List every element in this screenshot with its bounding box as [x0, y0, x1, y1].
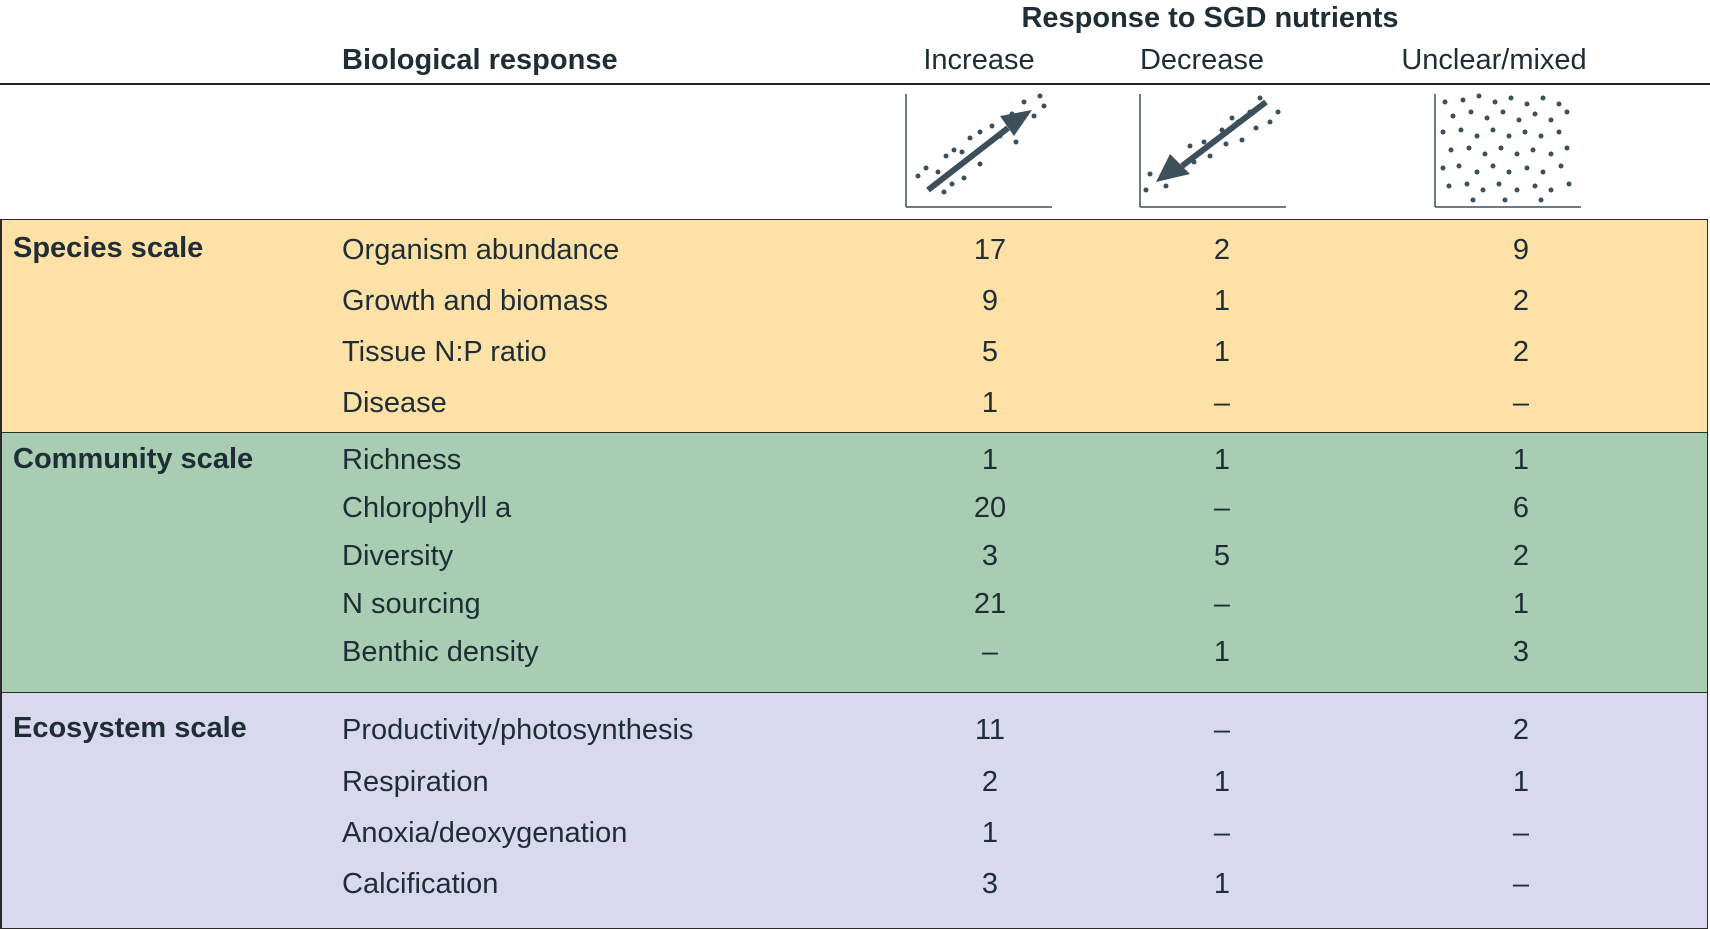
- increase-count: 20: [973, 492, 1007, 524]
- table-row: Diversity 3 5 2: [0, 540, 1710, 580]
- column-header-increase: Increase: [923, 44, 1035, 76]
- response-label: Growth and biomass: [342, 285, 608, 317]
- increase-count: 3: [981, 868, 999, 900]
- decrease-count: –: [1213, 817, 1231, 849]
- table-row: Calcification 3 1 –: [0, 868, 1710, 908]
- unclear-count: 6: [1512, 492, 1530, 524]
- ecosystem-scale-band: [0, 692, 1708, 929]
- increase-count: 3: [981, 540, 999, 572]
- table-row: Chlorophyll a 20 – 6: [0, 492, 1710, 532]
- ecosystem-scale-label: Ecosystem scale: [13, 712, 247, 744]
- group-header: Response to SGD nutrients: [1021, 2, 1399, 34]
- decrease-trend-icon: [1139, 94, 1286, 208]
- response-label: Tissue N:P ratio: [342, 336, 547, 368]
- response-label: Productivity/photosynthesis: [342, 714, 694, 746]
- increase-trend-icon: [905, 93, 1052, 208]
- response-label: Disease: [342, 387, 447, 419]
- column-header-decrease: Decrease: [1139, 44, 1265, 76]
- table-row: Respiration 2 1 1: [0, 766, 1710, 806]
- table-row: Growth and biomass 9 1 2: [0, 285, 1710, 325]
- unclear-count: 2: [1512, 714, 1530, 746]
- decrease-count: 1: [1213, 336, 1231, 368]
- response-label: Diversity: [342, 540, 454, 572]
- increase-count: 11: [974, 714, 1006, 746]
- header-rule: [0, 83, 1710, 85]
- table-row: Benthic density – 1 3: [0, 636, 1710, 676]
- table-row: Richness 1 1 1: [0, 444, 1710, 484]
- species-scale-band: [0, 219, 1708, 433]
- increase-count: 2: [981, 766, 999, 798]
- unclear-count: 1: [1512, 588, 1530, 620]
- decrease-count: 1: [1213, 636, 1231, 668]
- unclear-count: 2: [1512, 540, 1530, 572]
- increase-count: 1: [981, 387, 999, 419]
- response-label: Respiration: [342, 766, 489, 798]
- table-row: N sourcing 21 – 1: [0, 588, 1710, 628]
- unclear-count: –: [1512, 387, 1530, 419]
- decrease-count: 1: [1213, 444, 1231, 476]
- increase-count: 21: [973, 588, 1007, 620]
- response-label: Calcification: [342, 868, 499, 900]
- unclear-count: 2: [1512, 336, 1530, 368]
- response-label: Organism abundance: [342, 234, 620, 266]
- response-label: Anoxia/deoxygenation: [342, 817, 628, 849]
- unclear-count: 1: [1512, 444, 1530, 476]
- increase-count: 5: [981, 336, 999, 368]
- table-row: Tissue N:P ratio 5 1 2: [0, 336, 1710, 376]
- unclear-count: 1: [1512, 766, 1530, 798]
- species-scale-label: Species scale: [13, 232, 204, 264]
- column-header-unclear: Unclear/mixed: [1401, 44, 1587, 76]
- increase-count: –: [981, 636, 999, 668]
- community-scale-label: Community scale: [13, 443, 254, 475]
- increase-count: 9: [981, 285, 999, 317]
- unclear-count: 3: [1512, 636, 1530, 668]
- unclear-count: –: [1512, 868, 1530, 900]
- decrease-count: 2: [1213, 234, 1231, 266]
- decrease-count: 1: [1213, 766, 1231, 798]
- table-row: Anoxia/deoxygenation 1 – –: [0, 817, 1710, 857]
- decrease-count: –: [1213, 387, 1231, 419]
- decrease-count: –: [1213, 714, 1231, 746]
- increase-count: 1: [981, 444, 999, 476]
- decrease-count: 1: [1213, 285, 1231, 317]
- increase-count: 17: [973, 234, 1007, 266]
- response-label: N sourcing: [342, 588, 481, 620]
- increase-count: 1: [981, 817, 999, 849]
- table-row: Productivity/photosynthesis 11 – 2: [0, 714, 1710, 754]
- response-label: Richness: [342, 444, 462, 476]
- biological-response-header: Biological response: [342, 44, 618, 76]
- decrease-count: 5: [1213, 540, 1231, 572]
- response-label: Benthic density: [342, 636, 539, 668]
- unclear-count: 9: [1512, 234, 1530, 266]
- table-row: Organism abundance 17 2 9: [0, 234, 1710, 274]
- community-scale-band: [0, 432, 1708, 693]
- table-row: Disease 1 – –: [0, 387, 1710, 427]
- unclear-count: 2: [1512, 285, 1530, 317]
- response-label: Chlorophyll a: [342, 492, 512, 524]
- decrease-count: –: [1213, 588, 1231, 620]
- decrease-count: –: [1213, 492, 1231, 524]
- scatter-mixed-icon: [1434, 93, 1581, 208]
- unclear-count: –: [1512, 817, 1530, 849]
- decrease-count: 1: [1213, 868, 1231, 900]
